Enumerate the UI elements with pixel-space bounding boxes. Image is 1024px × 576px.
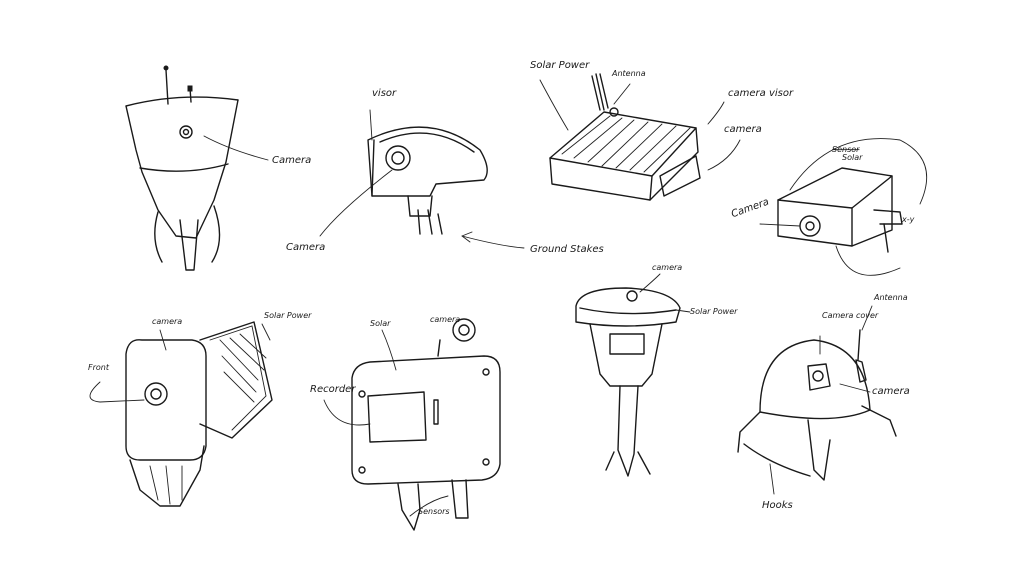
label-camera-s8: camera <box>872 386 910 397</box>
sketch-stake-dome: camera Solar Power <box>575 263 738 477</box>
label-solar-power-s3: Solar Power <box>530 60 590 71</box>
sketch-solar-box: Solar Power Antenna camera visor camera <box>530 60 794 201</box>
label-xy: x-y <box>901 215 915 224</box>
label-camera-s4: Camera <box>730 196 771 220</box>
label-antenna-s8: Antenna <box>873 293 908 302</box>
label-camera-cover: Camera cover <box>822 311 879 320</box>
label-solar-s4: Solar <box>842 153 863 162</box>
label-camera-s5: camera <box>152 317 182 326</box>
label-antenna-s3: Antenna <box>611 69 646 78</box>
label-solar-power-s7: Solar Power <box>690 307 738 316</box>
label-ground-stakes: Ground Stakes <box>530 244 604 255</box>
label-sensor: Sensor <box>832 145 860 154</box>
sketch-side-camera-box: Sensor Solar Camera x-y <box>730 138 928 276</box>
sketch-cone-device: Camera <box>125 65 311 271</box>
label-front: Front <box>88 363 110 372</box>
label-camera-s3: camera <box>724 124 762 135</box>
sketch-hook-dome: Camera cover Antenna camera Hooks <box>737 293 910 511</box>
label-sensors: Sensors <box>418 507 450 516</box>
sketch-recorder-box: Solar camera Recorder Sensors <box>310 315 501 531</box>
label-camera-s2: Camera <box>286 242 325 253</box>
label-camera-visor: camera visor <box>728 88 794 99</box>
label-camera-s7: camera <box>652 263 682 272</box>
sketch-front-camera: camera Solar Power Front <box>88 311 312 507</box>
label-solar-power-s5: Solar Power <box>264 311 312 320</box>
label-solar-s6: Solar <box>370 319 391 328</box>
label-hooks: Hooks <box>762 500 793 511</box>
sketch-visor-device: visor Camera Ground Stakes <box>286 88 604 255</box>
label-visor: visor <box>372 88 397 99</box>
label-camera-s6: camera <box>430 315 460 324</box>
label-recorder: Recorder <box>310 384 356 395</box>
label-camera-s1: Camera <box>272 155 311 166</box>
